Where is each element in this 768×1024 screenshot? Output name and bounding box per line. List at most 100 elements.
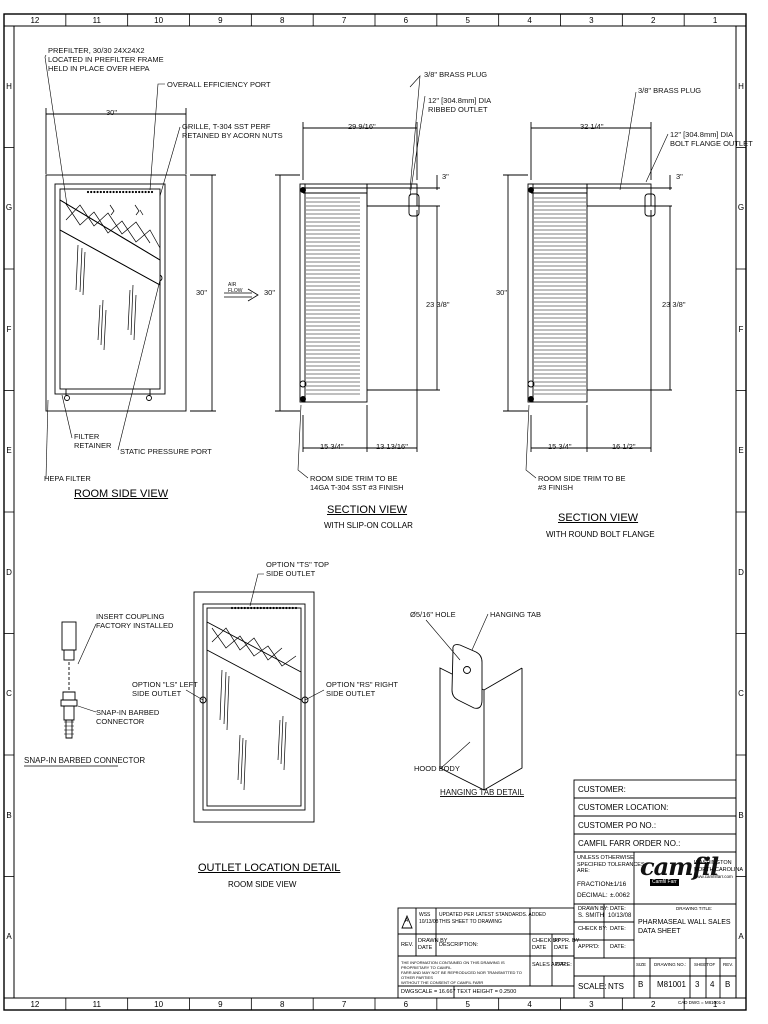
drawing-no-label: DRAWING NO.: [654, 962, 687, 967]
brass-plug-label-2: 3/8" BRASS PLUG [638, 86, 702, 95]
check-date-label: DATE: [610, 926, 626, 932]
check-column-header: CHECK BY DATE [532, 938, 561, 951]
size-label: SIZE [636, 962, 647, 967]
zone-column-label: 8 [280, 16, 285, 25]
hanging-tab-title: HANGING TAB DETAIL [440, 788, 525, 797]
perforation-dot [118, 190, 122, 194]
perforation-dot [269, 606, 272, 610]
company-location: WASHINGTON NORTH CAROLINA [694, 860, 744, 873]
description-column-header: DESCRIPTION: [439, 942, 479, 948]
perforation-dot [134, 190, 138, 194]
zone-row-label: B [6, 810, 12, 820]
rev-entry-description: UPDATED PER LATEST STANDARDS. ADDED THIS… [439, 912, 546, 925]
camfil-order-label: CAMFIL FARR ORDER NO.: [578, 839, 681, 848]
perforation-dot [138, 190, 141, 194]
zone-column-label: 10 [154, 16, 164, 25]
zone-column-label: 1 [712, 1000, 718, 1009]
section2-trim-note: ROOM SIDE TRIM TO BE #3 FINISH [538, 474, 626, 492]
perforation-dot [243, 606, 246, 610]
section1-collar-dim: 3" [442, 172, 449, 181]
snap-in-barbed-label: SNAP-IN BARBED CONNECTOR [96, 708, 160, 726]
prefilter-label: PREFILTER, 30/30 24X24X2 LOCATED IN PREF… [48, 46, 164, 73]
fraction-label: FRACTION: [577, 881, 613, 888]
perforation-dot [128, 190, 131, 194]
perforation-dot [291, 606, 294, 610]
section-view-2-drawing [503, 91, 672, 479]
hood-body-label: HOOD BODY [414, 764, 460, 773]
section-view-1-drawing [275, 75, 440, 479]
sales-appr-label: SALES APPR: [532, 962, 568, 968]
customer-location-label: CUSTOMER LOCATION: [578, 803, 669, 812]
approved-date-label: DATE: [610, 944, 626, 950]
static-port-label: STATIC PRESSURE PORT [120, 447, 212, 456]
drawing-number: M81001 [657, 980, 686, 989]
zone-row-label: H [738, 81, 744, 91]
sheet-number: 3 [695, 980, 700, 989]
outlet-location-detail-drawing [185, 573, 325, 823]
zone-column-label: 6 [403, 16, 409, 25]
drawn-by-label: DRAWN BY: [578, 906, 609, 912]
ribbed-lines-2 [534, 197, 586, 395]
perforation-dot [86, 190, 90, 194]
snap-in-connector-drawing [24, 621, 118, 767]
option-rs-label: OPTION "RS" RIGHT SIDE OUTLET [326, 680, 398, 698]
camfil-logo: camfil [640, 852, 719, 881]
text-height-label: TEXT HEIGHT = 0.2500 [457, 989, 517, 995]
scale-label: SCALE: [578, 982, 607, 991]
option-ts-label: OPTION "TS" TOP SIDE OUTLET [266, 560, 329, 578]
section-view-2-subtitle: WITH ROUND BOLT FLANGE [546, 530, 655, 539]
perforation-dot [294, 606, 298, 610]
perforation-dots [86, 190, 154, 194]
section1-top-dim: 29 9/16" [348, 122, 376, 131]
date-label: DATE: [610, 906, 626, 912]
revision-value: B [725, 980, 731, 989]
customer-label: CUSTOMER: [578, 785, 626, 794]
air-flow-arrow [224, 288, 259, 302]
perforation-dot [141, 190, 144, 194]
perforation-dot [102, 190, 106, 194]
outlet-detail-title: OUTLET LOCATION DETAIL [198, 862, 341, 874]
zone-row-label: B [738, 810, 744, 820]
section2-collar-dim: 3" [676, 172, 683, 181]
perforation-dot [250, 606, 253, 610]
perforation-dot [125, 190, 128, 194]
outlet-detail-subtitle: ROOM SIDE VIEW [228, 880, 297, 889]
perforation-dot [150, 190, 154, 194]
section1-height-dim: 30" [264, 288, 276, 297]
sales-date-label: DATE: [556, 962, 572, 968]
scale-value: NTS [608, 982, 624, 991]
perforation-dot [109, 190, 112, 194]
room-height-dim: 30" [196, 288, 208, 297]
zone-row-label: A [6, 932, 12, 942]
section-view-1-subtitle: WITH SLIP-ON COLLAR [324, 521, 413, 530]
grille-label: GRILLE, T-304 SST PERF RETAINED BY ACORN… [182, 122, 283, 140]
drawing-title-label: DRAWING TITLE: [676, 906, 713, 911]
section2-outlet-dim: 16 1/2" [612, 442, 636, 451]
perforation-dot [288, 606, 291, 610]
perforation-dot [256, 606, 259, 610]
check-by-label: CHECK BY: [578, 926, 608, 932]
zone-column-label: 10 [154, 1000, 164, 1009]
ribbed-outlet-label: 12" [304.8mm] DIA RIBBED OUTLET [428, 96, 492, 114]
zone-row-label: C [738, 689, 744, 699]
zone-column-label: 5 [465, 1000, 470, 1009]
perforation-dot [282, 606, 285, 610]
zone-column-label: 2 [651, 1000, 656, 1009]
outlet-dots [230, 606, 298, 610]
perforation-dot [122, 190, 125, 194]
decimal-value: ±.0062 [610, 892, 630, 899]
perforation-dot [115, 190, 118, 194]
perforation-dot [253, 606, 256, 610]
appr-column-header: APPR. BY DATE [554, 938, 580, 951]
section-view-2-title: SECTION VIEW [558, 512, 639, 524]
section1-outlet-dim: 13 13/16" [376, 442, 408, 451]
zone-column-label: 12 [30, 1000, 40, 1009]
perforation-dot [240, 606, 243, 610]
zone-column-label: 2 [651, 16, 656, 25]
zone-column-label: 11 [92, 1000, 101, 1009]
perforation-dot [278, 606, 282, 610]
zone-column-label: 3 [589, 16, 594, 25]
zone-column-label: 9 [218, 16, 223, 25]
perforation-dot [259, 606, 262, 610]
